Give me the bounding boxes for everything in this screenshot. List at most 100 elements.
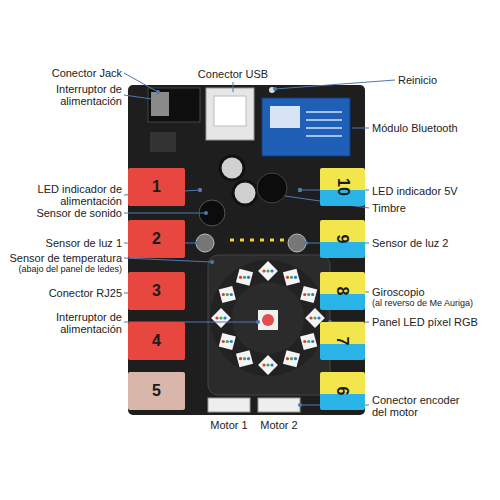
rgb-led	[300, 286, 317, 303]
led-row	[230, 239, 294, 242]
callout-label: Giroscopio	[372, 286, 496, 298]
rgb-led	[283, 350, 300, 367]
leader-lines	[124, 73, 395, 405]
jack-connector	[148, 88, 200, 122]
port-connector: 8	[320, 272, 365, 310]
leader-dot	[195, 241, 199, 245]
rgb-led-die	[286, 276, 289, 279]
rgb-led-die	[262, 363, 265, 366]
callout-label: Interruptor de alimentación	[27, 83, 122, 107]
port-connector: 2	[128, 220, 185, 258]
callout-label: Conector Jack	[4, 67, 122, 79]
rgb-led-die	[311, 340, 314, 343]
port-number: 2	[152, 230, 161, 248]
leader-line	[233, 82, 234, 92]
light-sensor-2	[288, 234, 306, 252]
rgb-led-die	[307, 340, 310, 343]
rgb-led-die	[239, 357, 242, 360]
callout-label: Conector encoder del motor	[372, 394, 472, 418]
port-number: 10	[333, 178, 351, 196]
leader-dot	[273, 87, 277, 91]
leader-line	[124, 95, 152, 99]
capacitor	[233, 181, 257, 205]
leader-line	[124, 73, 158, 92]
rgb-led-die	[222, 340, 225, 343]
rgb-led	[300, 333, 317, 350]
rgb-led-die	[222, 293, 225, 296]
led-ring-inner	[232, 282, 304, 354]
rgb-led-die	[313, 316, 316, 319]
rgb-leds	[211, 261, 325, 375]
port-connector: 7	[320, 322, 365, 360]
rgb-led-die	[226, 340, 229, 343]
port-connector: 4	[128, 322, 185, 360]
callout-label: Timbre	[372, 202, 496, 214]
leader-dot	[298, 403, 302, 407]
rgb-led-die	[243, 357, 246, 360]
leader-line	[352, 128, 369, 129]
rgb-led	[236, 350, 253, 367]
rgb-led-die	[311, 293, 314, 296]
callout-label: LED indicador de alimentación	[22, 183, 122, 207]
leader-line	[124, 258, 212, 262]
callout-label: (abajo del panel de ledes)	[3, 264, 122, 275]
power-switch	[151, 92, 169, 116]
rgb-led-die	[294, 357, 297, 360]
rgb-led-die	[247, 357, 250, 360]
led-ring	[210, 260, 326, 376]
leader-dot	[298, 188, 302, 192]
rgb-led-die	[239, 276, 242, 279]
leader-dot	[156, 90, 160, 94]
port-connector: 9	[320, 220, 365, 258]
rgb-led-die	[317, 316, 320, 319]
rgb-led-die	[219, 316, 222, 319]
rgb-led	[219, 286, 236, 303]
callout-label: Interruptor de alimentación	[27, 311, 122, 335]
port-number: 9	[334, 235, 352, 244]
center-switch	[258, 310, 278, 330]
leader-dot	[256, 320, 260, 324]
usb-port	[214, 96, 246, 126]
port-number: 7	[334, 337, 352, 346]
callout-label: Conector RJ25	[4, 287, 122, 299]
rgb-led-die	[270, 363, 273, 366]
rgb-led	[283, 269, 300, 286]
callout-label: Sensor de luz 2	[372, 237, 496, 249]
port-number: 1	[152, 178, 161, 196]
callout-label: Sensor de luz 1	[4, 237, 122, 249]
led-panel	[208, 255, 330, 395]
leader-dot	[210, 260, 214, 264]
port-connector: 5	[128, 372, 185, 410]
bluetooth-module	[262, 98, 350, 156]
port-number: 5	[152, 382, 161, 400]
port-number: 8	[334, 287, 352, 296]
rgb-led	[211, 308, 231, 328]
callout-label: Conector USB	[188, 68, 278, 80]
rgb-led-die	[230, 340, 233, 343]
rgb-led-die	[223, 316, 226, 319]
callout-label: LED indicador 5V	[372, 185, 496, 197]
motor-connector-2	[258, 398, 300, 412]
rgb-led-die	[303, 293, 306, 296]
board	[128, 85, 365, 415]
leader-dot	[204, 211, 208, 215]
rgb-led-die	[290, 276, 293, 279]
rgb-led	[236, 269, 253, 286]
port-connector: 6	[320, 372, 365, 410]
rgb-led-die	[226, 293, 229, 296]
port-number: 6	[334, 387, 352, 396]
rgb-led	[258, 355, 278, 375]
capacitor	[220, 156, 244, 180]
bluetooth-antenna	[306, 112, 342, 136]
rgb-led-die	[266, 363, 269, 366]
rgb-led-die	[294, 276, 297, 279]
rgb-led-die	[303, 340, 306, 343]
port-number: 4	[152, 332, 161, 350]
callout-label: Reinicio	[398, 74, 496, 86]
callout-label: Módulo Bluetooth	[372, 122, 496, 134]
rgb-led	[219, 333, 236, 350]
port-connector: 1	[128, 168, 185, 206]
callout-label: (al reverso de Me Auriga)	[372, 298, 496, 309]
callout-label: Sensor de sonido	[4, 207, 122, 219]
